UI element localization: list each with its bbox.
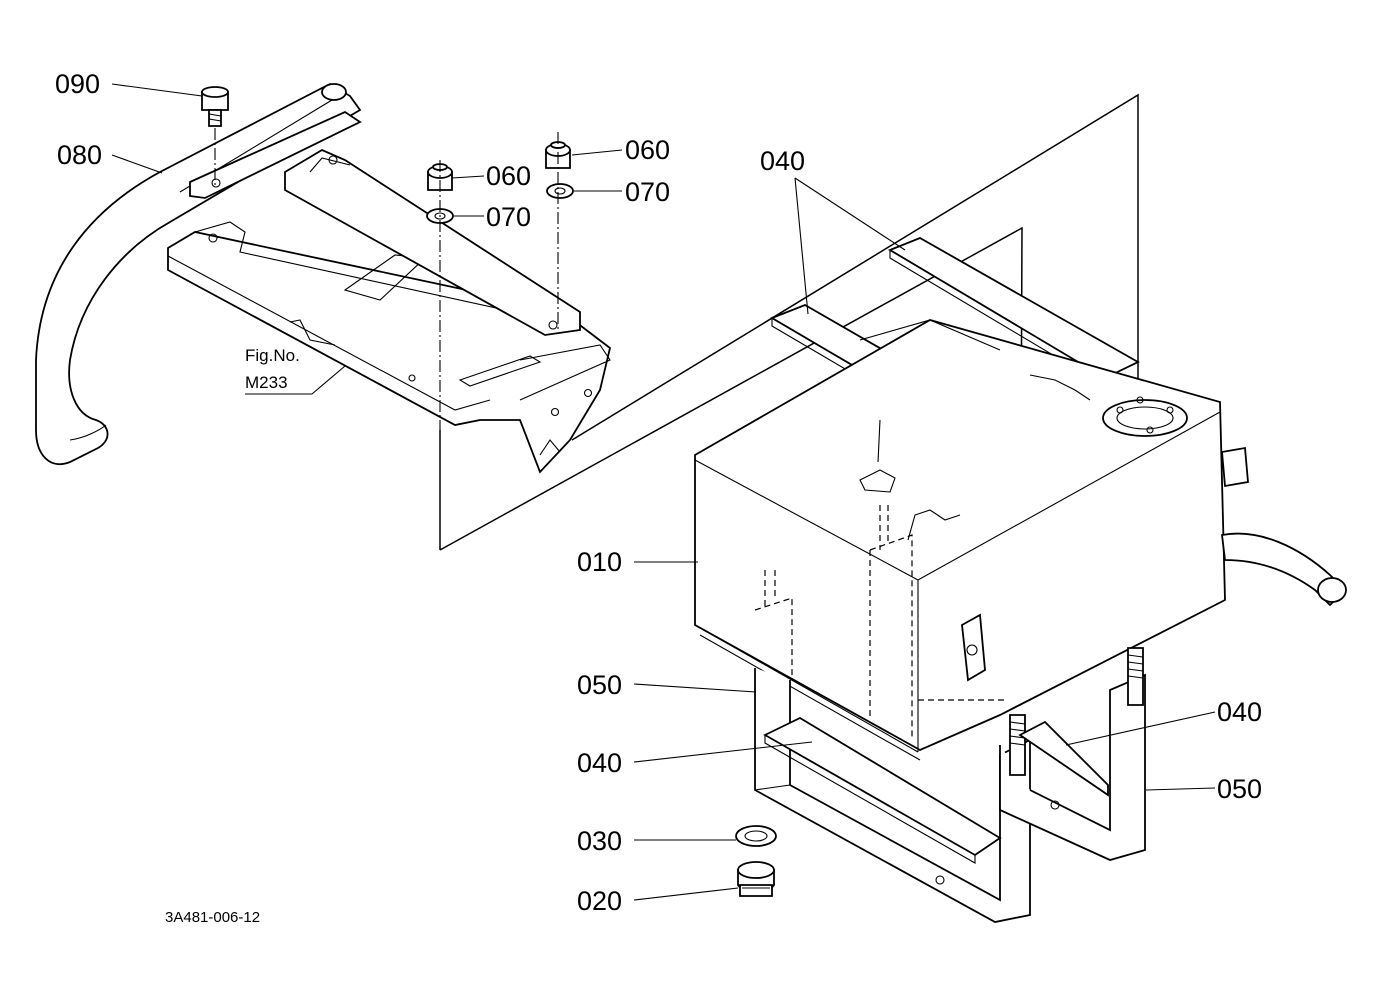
callout-040-top: 040 <box>760 146 805 176</box>
leader-060b <box>571 149 623 156</box>
callout-060-right: 060 <box>625 135 670 165</box>
nut-060-left[interactable] <box>427 163 453 191</box>
drain-plug-020[interactable] <box>737 861 775 897</box>
callout-090: 090 <box>55 69 100 99</box>
rubber-pad-040-bottom-right[interactable] <box>1018 720 1109 797</box>
leader-040a-1 <box>794 177 809 315</box>
gasket-030[interactable] <box>735 825 777 847</box>
hidden-edge-c <box>754 597 793 680</box>
leader-050b <box>1145 787 1216 791</box>
washer-070-right[interactable] <box>546 183 574 199</box>
hidden-edge-d <box>764 505 889 610</box>
leader-040c <box>1065 711 1216 746</box>
callout-070-right: 070 <box>625 177 670 207</box>
leader-060a <box>451 175 485 179</box>
figure-reference-number: M233 <box>245 373 288 392</box>
callout-070-left: 070 <box>486 202 531 232</box>
callout-080: 080 <box>57 140 102 170</box>
callout-010: 010 <box>577 547 622 577</box>
clamp-plate[interactable] <box>189 110 362 199</box>
callout-020: 020 <box>577 886 622 916</box>
callout-040-bottom-left: 040 <box>577 748 622 778</box>
leader-050a <box>633 683 757 693</box>
bolt-090[interactable] <box>201 86 229 127</box>
mounting-bracket[interactable] <box>167 148 612 474</box>
leader-020 <box>633 887 739 901</box>
figure-reference-label: Fig.No. <box>245 346 300 365</box>
stud-bolt-left[interactable] <box>1009 714 1026 776</box>
drawing-code: 3A481-006-12 <box>165 909 260 926</box>
callout-050-right: 050 <box>1217 774 1262 804</box>
callout-040-bottom-right: 040 <box>1217 697 1262 727</box>
leader-090 <box>111 83 203 97</box>
leader-040b <box>633 741 813 763</box>
callout-050-left: 050 <box>577 670 622 700</box>
callout-030: 030 <box>577 826 622 856</box>
strap-050-right[interactable] <box>999 673 1146 861</box>
leader-040a-2 <box>794 177 906 251</box>
leader-figref <box>245 365 346 395</box>
rubber-pad-040-bottom-left[interactable] <box>763 716 1002 864</box>
hidden-edge-a <box>869 534 913 740</box>
leader-080 <box>111 154 163 174</box>
callout-060-left: 060 <box>486 161 531 191</box>
stud-bolt-right[interactable] <box>1127 647 1144 706</box>
fuel-tank-010[interactable] <box>694 319 1347 761</box>
